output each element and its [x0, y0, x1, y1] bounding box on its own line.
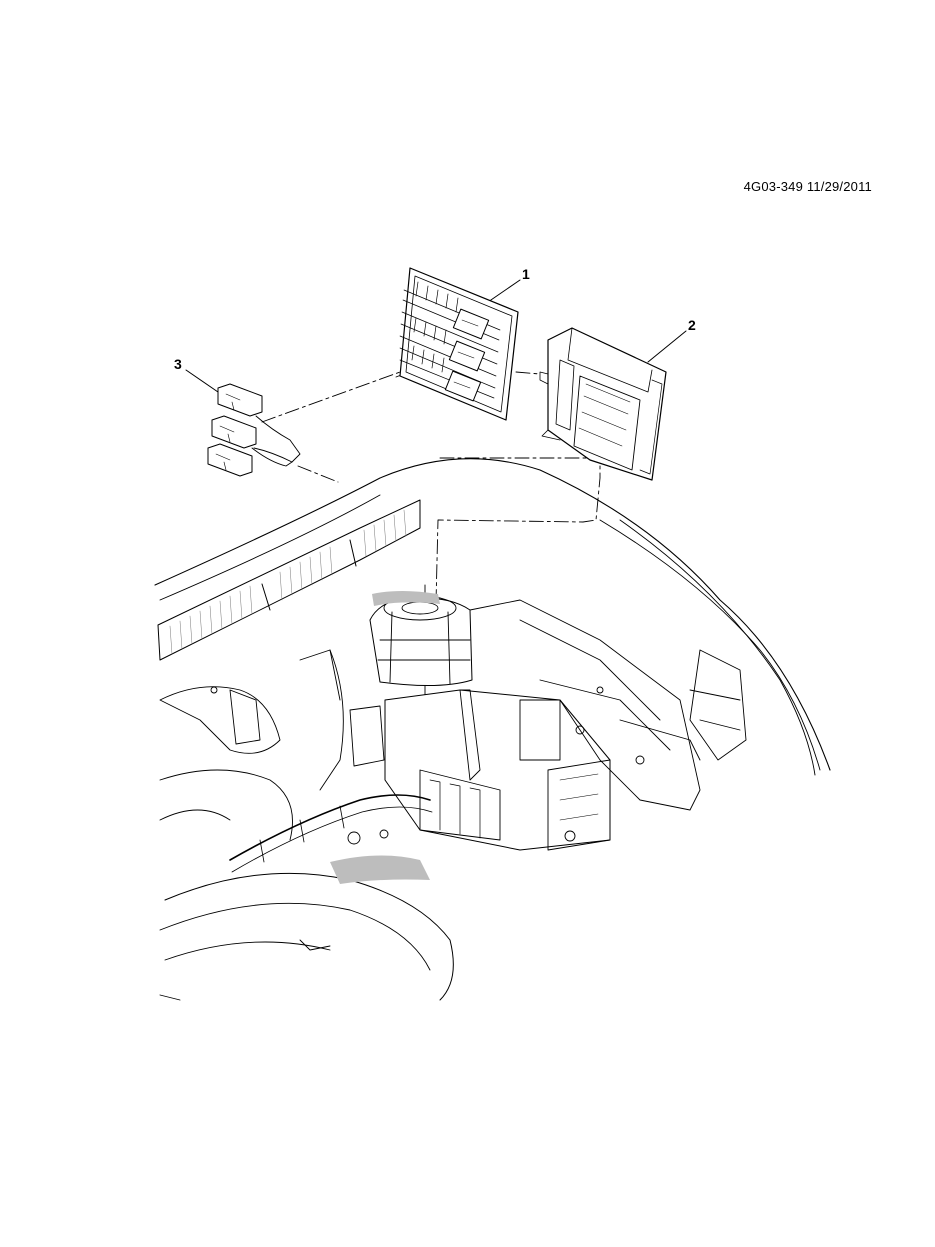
drawing-code: 4G03-349 11/29/2011 [743, 179, 872, 194]
engine-control-module [400, 268, 518, 420]
callout-3: 3 [174, 356, 182, 372]
callout-1: 1 [522, 266, 530, 282]
callout-2: 2 [688, 317, 696, 333]
module-bracket [540, 328, 666, 480]
engine-compartment-structure [155, 459, 830, 1000]
leader-lines [186, 280, 686, 392]
harness-connectors [208, 384, 300, 476]
